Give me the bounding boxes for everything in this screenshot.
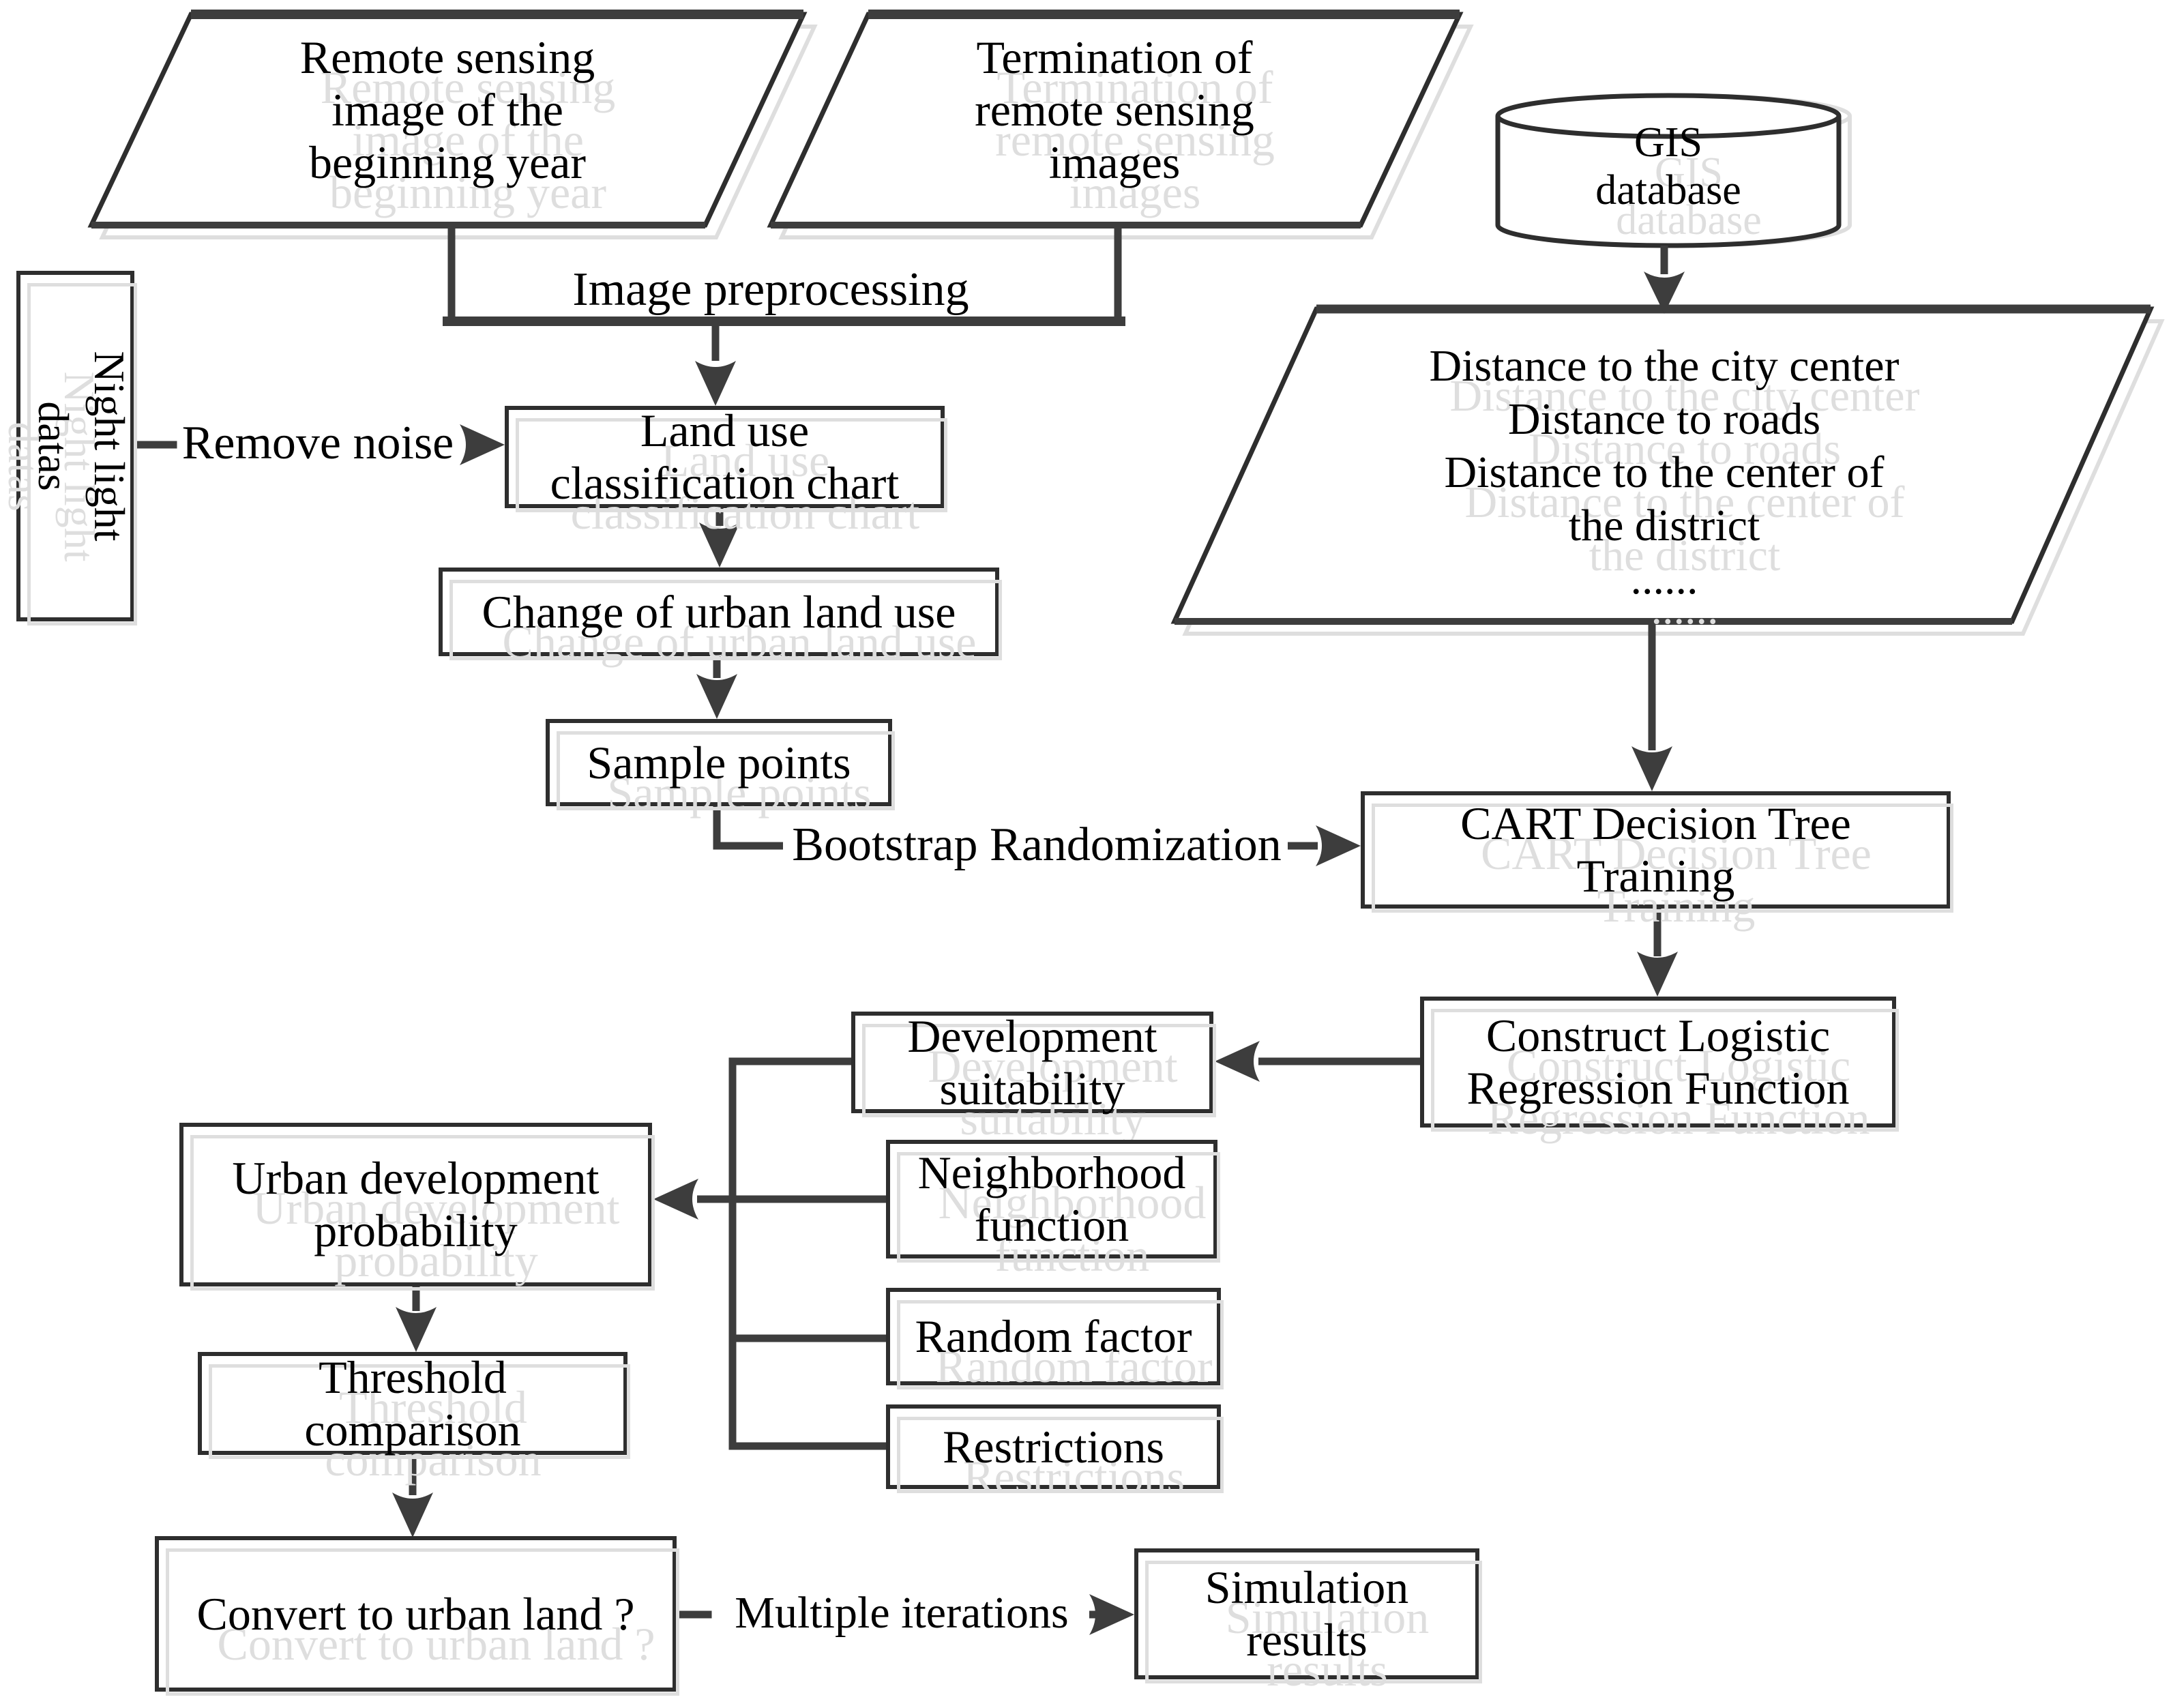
node-random-factor: Random factor [886,1288,1224,1389]
node-label: Threshold [319,1351,507,1403]
node-label: Remote sensing [299,31,595,83]
node-label: beginning year [309,136,586,188]
arrowhead-into-logistic [1637,952,1678,997]
connector-sample-elbow [713,805,783,850]
node-change-of-urban-land-use: Change of urban land use [439,568,1002,660]
node-label: Simulation [1205,1561,1409,1614]
node-development-suitability: Development suitability [851,1010,1216,1117]
arrowhead-into-threshold [396,1307,437,1352]
arrowhead-into-cart [1631,746,1672,791]
arrowhead-gis [1644,271,1685,314]
connector-lines [130,223,1668,1619]
parallelogram-termination-shape [767,10,1464,229]
node-label: Convert to urban land ? [196,1587,635,1640]
node-label: Land use [640,404,810,457]
node-label: probability [314,1205,518,1256]
parallelogram-remote-begin-shape [87,10,808,229]
node-night-light-datas: Night light datas [14,271,137,625]
edge-label-image-preprocessing: Image preprocessing [572,263,969,316]
edge-label-remove-noise: Remove noise [181,417,454,469]
node-label: database [1595,167,1741,214]
node-label: function [974,1199,1129,1251]
node-label: Sample points [587,736,851,789]
node-label: Development [907,1010,1157,1062]
edge-label-bootstrap-randomization: Bootstrap Randomization [792,819,1282,871]
edge-label-multiple-iterations: Multiple iterations [735,1588,1069,1638]
node-termination-remote: Termination of remote sensing images [787,31,1442,188]
arrowhead-into-probability [653,1179,698,1220]
node-gis-database: GIS database [1498,119,1839,214]
node-label: results [1246,1614,1368,1666]
node-label: suitability [939,1062,1125,1115]
node-label: Night light [85,351,134,542]
node-threshold-comparison: Threshold comparison [198,1351,630,1459]
node-label: Random factor [915,1310,1192,1363]
node-label: remote sensing [975,83,1254,136]
arrowhead-into-landuse [695,361,736,406]
node-label: datas [29,401,78,491]
node-label: Construct Logistic [1486,1010,1831,1062]
node-label: Distance to the city center [1429,341,1900,391]
connector-trunk [728,1057,886,1450]
arrowhead-into-suitability [1215,1041,1260,1082]
node-label: Distance to the center of [1444,447,1885,497]
node-label: Regression Function [1466,1062,1850,1114]
node-label: CART Decision Tree [1460,797,1851,850]
node-sample-points: Sample points [546,719,895,810]
node-urban-development-probability: Urban development probability [179,1123,655,1291]
arrowhead-into-convert [392,1492,433,1537]
node-construct-logistic-regression: Construct Logistic Regression Function [1420,997,1899,1132]
node-label: GIS [1634,119,1702,166]
node-label: Urban development [232,1152,600,1205]
parallelogram-distance-factors-shape [1170,304,2155,625]
node-distance-factors: Distance to the city center Distance to … [1323,340,2005,606]
arrowhead-into-simulation [1089,1594,1134,1635]
node-remote-sensing-begin: Remote sensing image of the beginning ye… [120,31,775,188]
node-cart-decision-tree-training: CART Decision Tree Training [1361,791,1953,913]
node-label: Distance to roads [1507,394,1821,444]
node-label: image of the [331,83,563,136]
node-label: Termination of [976,31,1253,83]
cylinder-gis-database-shape [1495,93,1842,248]
arrowheads [392,271,1685,1635]
arrowhead-into-sample [696,674,737,719]
arrowhead-remove-noise [460,424,505,465]
node-land-use-classification-chart: Land use classification chart [505,404,947,512]
node-label: Restrictions [943,1420,1164,1473]
node-label: classification chart [550,457,900,509]
arrowhead-bootstrap [1316,825,1361,866]
node-neighborhood-function: Neighborhood function [886,1140,1220,1263]
node-restrictions: Restrictions [886,1404,1224,1493]
arrowhead-into-change [699,522,740,568]
node-simulation-results: Simulation results [1134,1548,1482,1683]
node-label: the district [1568,501,1760,550]
node-label: Training [1576,850,1735,902]
node-convert-to-urban-land: Convert to urban land ? [155,1536,679,1696]
node-label: images [1048,136,1181,188]
node-label: ...... [1630,554,1698,604]
node-label: Change of urban land use [482,585,956,638]
node-label: Neighborhood [917,1147,1186,1199]
node-label: comparison [304,1403,521,1456]
night-light-rotated-text: Night light datas [14,271,137,621]
